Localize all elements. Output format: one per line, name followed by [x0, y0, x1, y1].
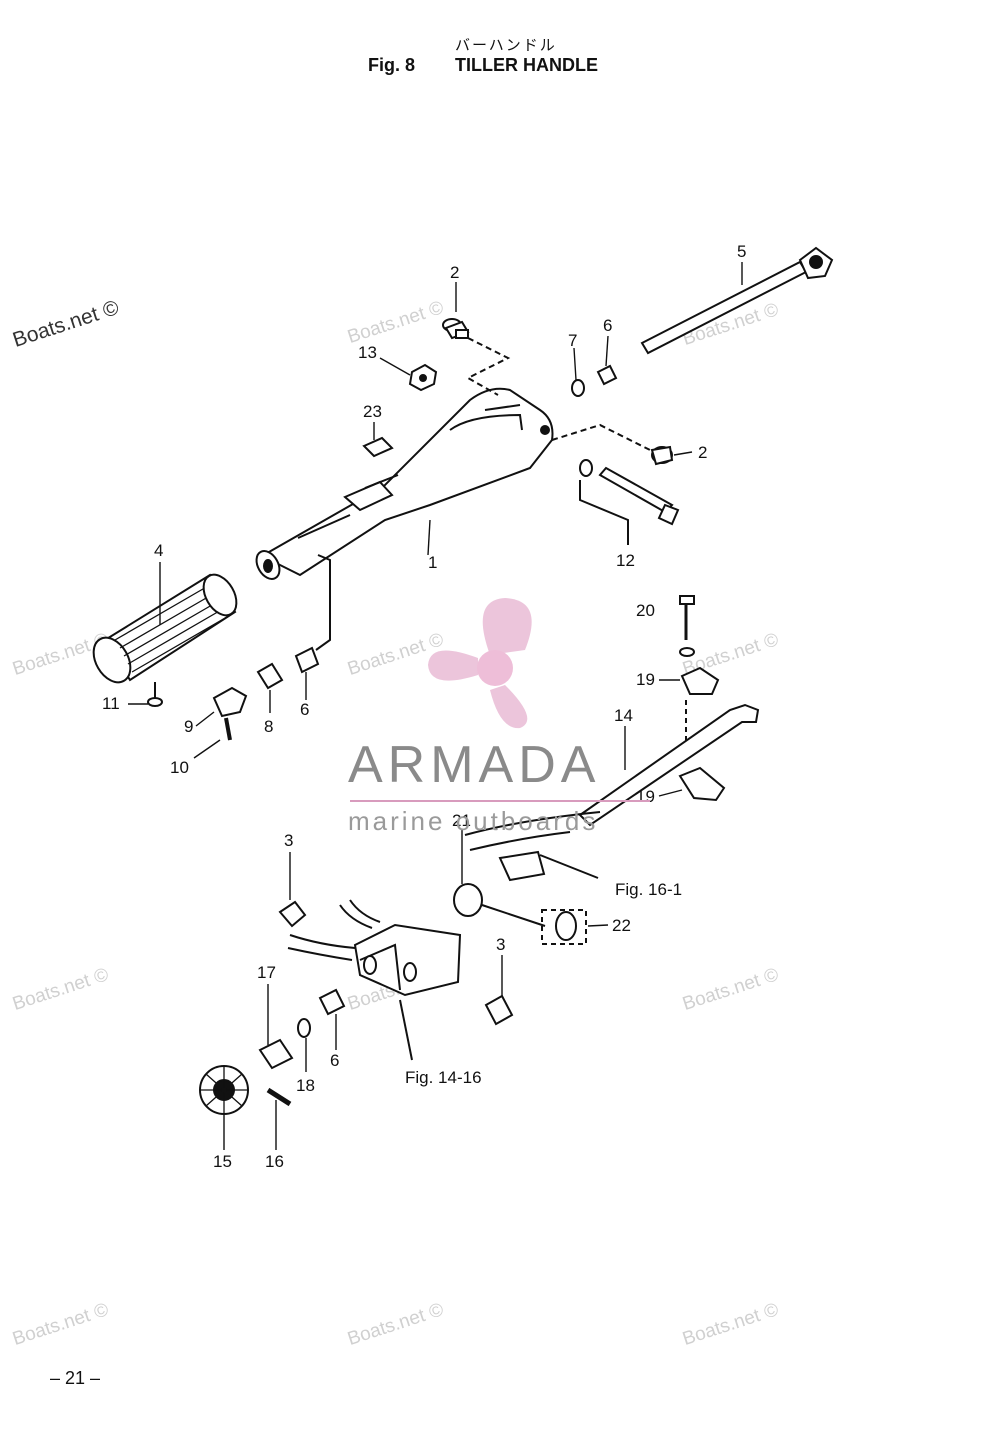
tiller-handle-arm [255, 387, 554, 580]
pin-part [224, 717, 232, 741]
armada-logo-icon [428, 598, 532, 729]
decal-part [362, 436, 394, 458]
callout-labels: 1 2 2 3 3 4 5 6 6 6 7 8 9 10 11 12 13 14… [102, 242, 746, 1171]
clamp-bolt-part [679, 595, 695, 657]
callout-label: 9 [184, 717, 193, 736]
callout-label: 21 [452, 811, 471, 830]
callout-label: 16 [265, 1152, 284, 1171]
grip-part [92, 573, 238, 684]
callout-label: 15 [213, 1152, 232, 1171]
reference-label: Fig. 16-1 [615, 880, 682, 899]
callout-label: 2 [450, 263, 459, 282]
callout-label: 6 [603, 316, 612, 335]
leader-lines [128, 262, 743, 1150]
callout-label: 13 [358, 343, 377, 362]
japanese-title: バーハンドル [455, 36, 557, 54]
callout-label: 19 [636, 670, 655, 689]
callout-label: 5 [737, 242, 746, 261]
callout-label: 4 [154, 541, 163, 560]
callout-label: 10 [170, 758, 189, 777]
clamp-part [680, 666, 720, 695]
armada-logo-tagline: marine outboards [348, 806, 599, 836]
callout-label: 17 [257, 963, 276, 982]
bolt-part [442, 318, 470, 340]
callout-label: 12 [616, 551, 635, 570]
bracket-part [212, 686, 248, 718]
throttle-link-part [578, 703, 760, 827]
callout-label: 18 [296, 1076, 315, 1095]
grommet-part [453, 883, 483, 917]
page-number: – 21 – [50, 1368, 101, 1388]
callout-label: 20 [636, 601, 655, 620]
spring-part [266, 1087, 292, 1107]
callout-label: 3 [496, 935, 505, 954]
callout-label: 14 [614, 706, 633, 725]
washer-part [297, 1018, 311, 1038]
callout-label: 2 [698, 443, 707, 462]
callout-label: 1 [428, 553, 437, 572]
bushing-part [294, 646, 320, 674]
cap-bolt-part [484, 994, 514, 1026]
clamp-part [678, 766, 726, 802]
callout-label: 8 [264, 717, 273, 736]
knob-part [199, 1065, 249, 1115]
long-bolt-part [579, 459, 680, 526]
armada-logo-divider [350, 800, 650, 802]
callout-label: 19 [636, 787, 655, 806]
callout-label: 11 [102, 694, 120, 713]
washer-part [571, 379, 585, 397]
callout-label: 3 [284, 831, 293, 850]
figure-title: TILLER HANDLE [455, 55, 598, 75]
cap-part [541, 909, 587, 945]
figure-number: Fig. 8 [368, 55, 416, 75]
callout-label: 22 [612, 916, 631, 935]
armada-logo: ARMADA [348, 736, 601, 794]
reference-label: Fig. 14-16 [405, 1068, 482, 1087]
screw-part [147, 697, 163, 707]
bushing-part [596, 364, 618, 386]
callout-label: 6 [300, 700, 309, 719]
bushing-part [318, 988, 346, 1016]
throttle-shaft-part [640, 246, 834, 355]
callout-label: 7 [568, 331, 577, 350]
collar-part [258, 1038, 294, 1070]
callout-label: 23 [363, 402, 382, 421]
cap-bolt-part [278, 900, 307, 928]
callout-label: 6 [330, 1051, 339, 1070]
control-bracket [287, 899, 462, 997]
collar-part [256, 662, 284, 690]
bolt-part [650, 445, 674, 466]
